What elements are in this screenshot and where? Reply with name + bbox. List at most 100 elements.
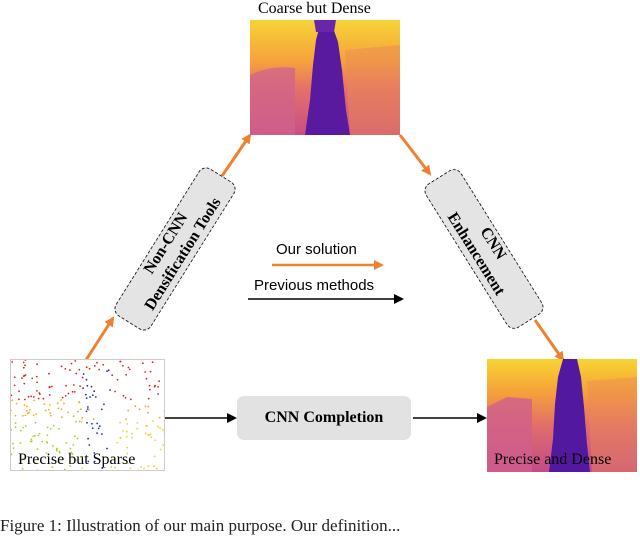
arrow-coarse-to-enhancement <box>400 135 430 174</box>
sparse-point <box>23 383 25 385</box>
sparse-point <box>30 396 32 398</box>
sparse-point <box>92 394 94 396</box>
sparse-point <box>49 404 51 406</box>
sparse-point <box>61 408 63 410</box>
sparse-point <box>164 454 165 456</box>
sparse-point <box>81 421 83 423</box>
sparse-point <box>135 405 137 407</box>
sparse-point <box>125 374 127 376</box>
sparse-point <box>37 435 39 437</box>
sparse-point <box>147 434 149 436</box>
sparse-point <box>21 377 23 379</box>
sparse-point <box>73 384 75 386</box>
sparse-point <box>164 430 166 432</box>
sparse-point <box>51 386 53 388</box>
sparse-point <box>15 415 17 417</box>
sparse-point <box>117 379 119 381</box>
sparse-point <box>36 363 38 365</box>
sparse-point <box>75 421 77 423</box>
sparse-point <box>79 369 81 371</box>
sparse-point <box>136 422 138 424</box>
sparse-point <box>154 456 156 458</box>
arrow-enhancement-to-dense <box>535 320 563 360</box>
sparse-point <box>126 431 128 433</box>
precise-sparse-label: Precise but Sparse <box>18 451 135 469</box>
sparse-point <box>11 399 13 401</box>
sparse-point <box>96 423 98 425</box>
sparse-point <box>109 389 111 391</box>
sparse-point <box>157 386 159 388</box>
sparse-point <box>111 374 113 376</box>
sparse-point <box>74 391 76 393</box>
sparse-point <box>147 412 149 414</box>
sparse-point <box>98 428 100 430</box>
sparse-point <box>146 378 148 380</box>
legend-previous-methods: Previous methods <box>254 277 374 294</box>
sparse-point <box>157 393 159 395</box>
sparse-point <box>25 360 27 361</box>
sparse-point <box>119 361 121 363</box>
sparse-point <box>33 396 35 398</box>
sparse-point <box>116 442 118 444</box>
sparse-point <box>96 432 98 434</box>
sparse-point <box>66 442 68 444</box>
sparse-point <box>132 470 134 471</box>
cnn-completion-box: CNN Completion <box>237 396 411 440</box>
sparse-point <box>25 374 27 376</box>
sparse-point <box>71 363 73 365</box>
sparse-point <box>127 410 129 412</box>
sparse-point <box>94 365 96 367</box>
sparse-point <box>163 444 165 446</box>
sparse-point <box>74 435 76 437</box>
sparse-point <box>38 398 40 400</box>
sparse-point <box>48 373 50 375</box>
sparse-point <box>148 398 150 400</box>
sparse-point <box>69 369 71 371</box>
sparse-point <box>24 399 26 401</box>
sparse-point <box>98 369 100 371</box>
sparse-point <box>119 422 121 424</box>
sparse-point <box>131 433 133 435</box>
sparse-point <box>11 453 12 455</box>
arrow-sparse-to-noncnn <box>86 318 113 360</box>
sparse-point <box>101 433 103 435</box>
sparse-point <box>99 425 101 427</box>
sparse-point <box>43 403 45 405</box>
sparse-point <box>64 368 66 370</box>
sparse-point <box>75 373 77 375</box>
sparse-point <box>20 442 22 444</box>
sparse-point <box>128 367 130 369</box>
sparse-point <box>92 427 94 429</box>
sparse-point <box>77 438 79 440</box>
sparse-point <box>28 396 30 398</box>
sparse-point <box>37 448 39 450</box>
sparse-point <box>101 409 103 411</box>
sparse-point <box>86 411 88 413</box>
sparse-point <box>39 433 41 435</box>
sparse-point <box>82 387 84 389</box>
sparse-point <box>106 370 108 372</box>
sparse-point <box>152 361 154 363</box>
sparse-point <box>52 445 54 447</box>
sparse-point <box>46 441 48 443</box>
sparse-point <box>50 428 52 430</box>
sparse-point <box>114 391 116 393</box>
sparse-point <box>86 379 88 381</box>
sparse-point <box>65 395 67 397</box>
sparse-point <box>85 394 87 396</box>
sparse-point <box>22 427 24 429</box>
sparse-point <box>12 443 14 445</box>
sparse-point <box>29 409 31 411</box>
sparse-point <box>136 428 138 430</box>
sparse-point <box>31 440 33 442</box>
sparse-point <box>88 409 90 411</box>
sparse-point <box>14 376 16 378</box>
sparse-point <box>57 408 59 410</box>
sparse-point <box>24 404 26 406</box>
sparse-point <box>159 427 161 429</box>
sparse-point <box>153 466 155 468</box>
sparse-point <box>31 439 33 441</box>
sparse-point <box>145 406 147 408</box>
sparse-point <box>122 430 124 432</box>
sparse-point <box>140 466 142 468</box>
